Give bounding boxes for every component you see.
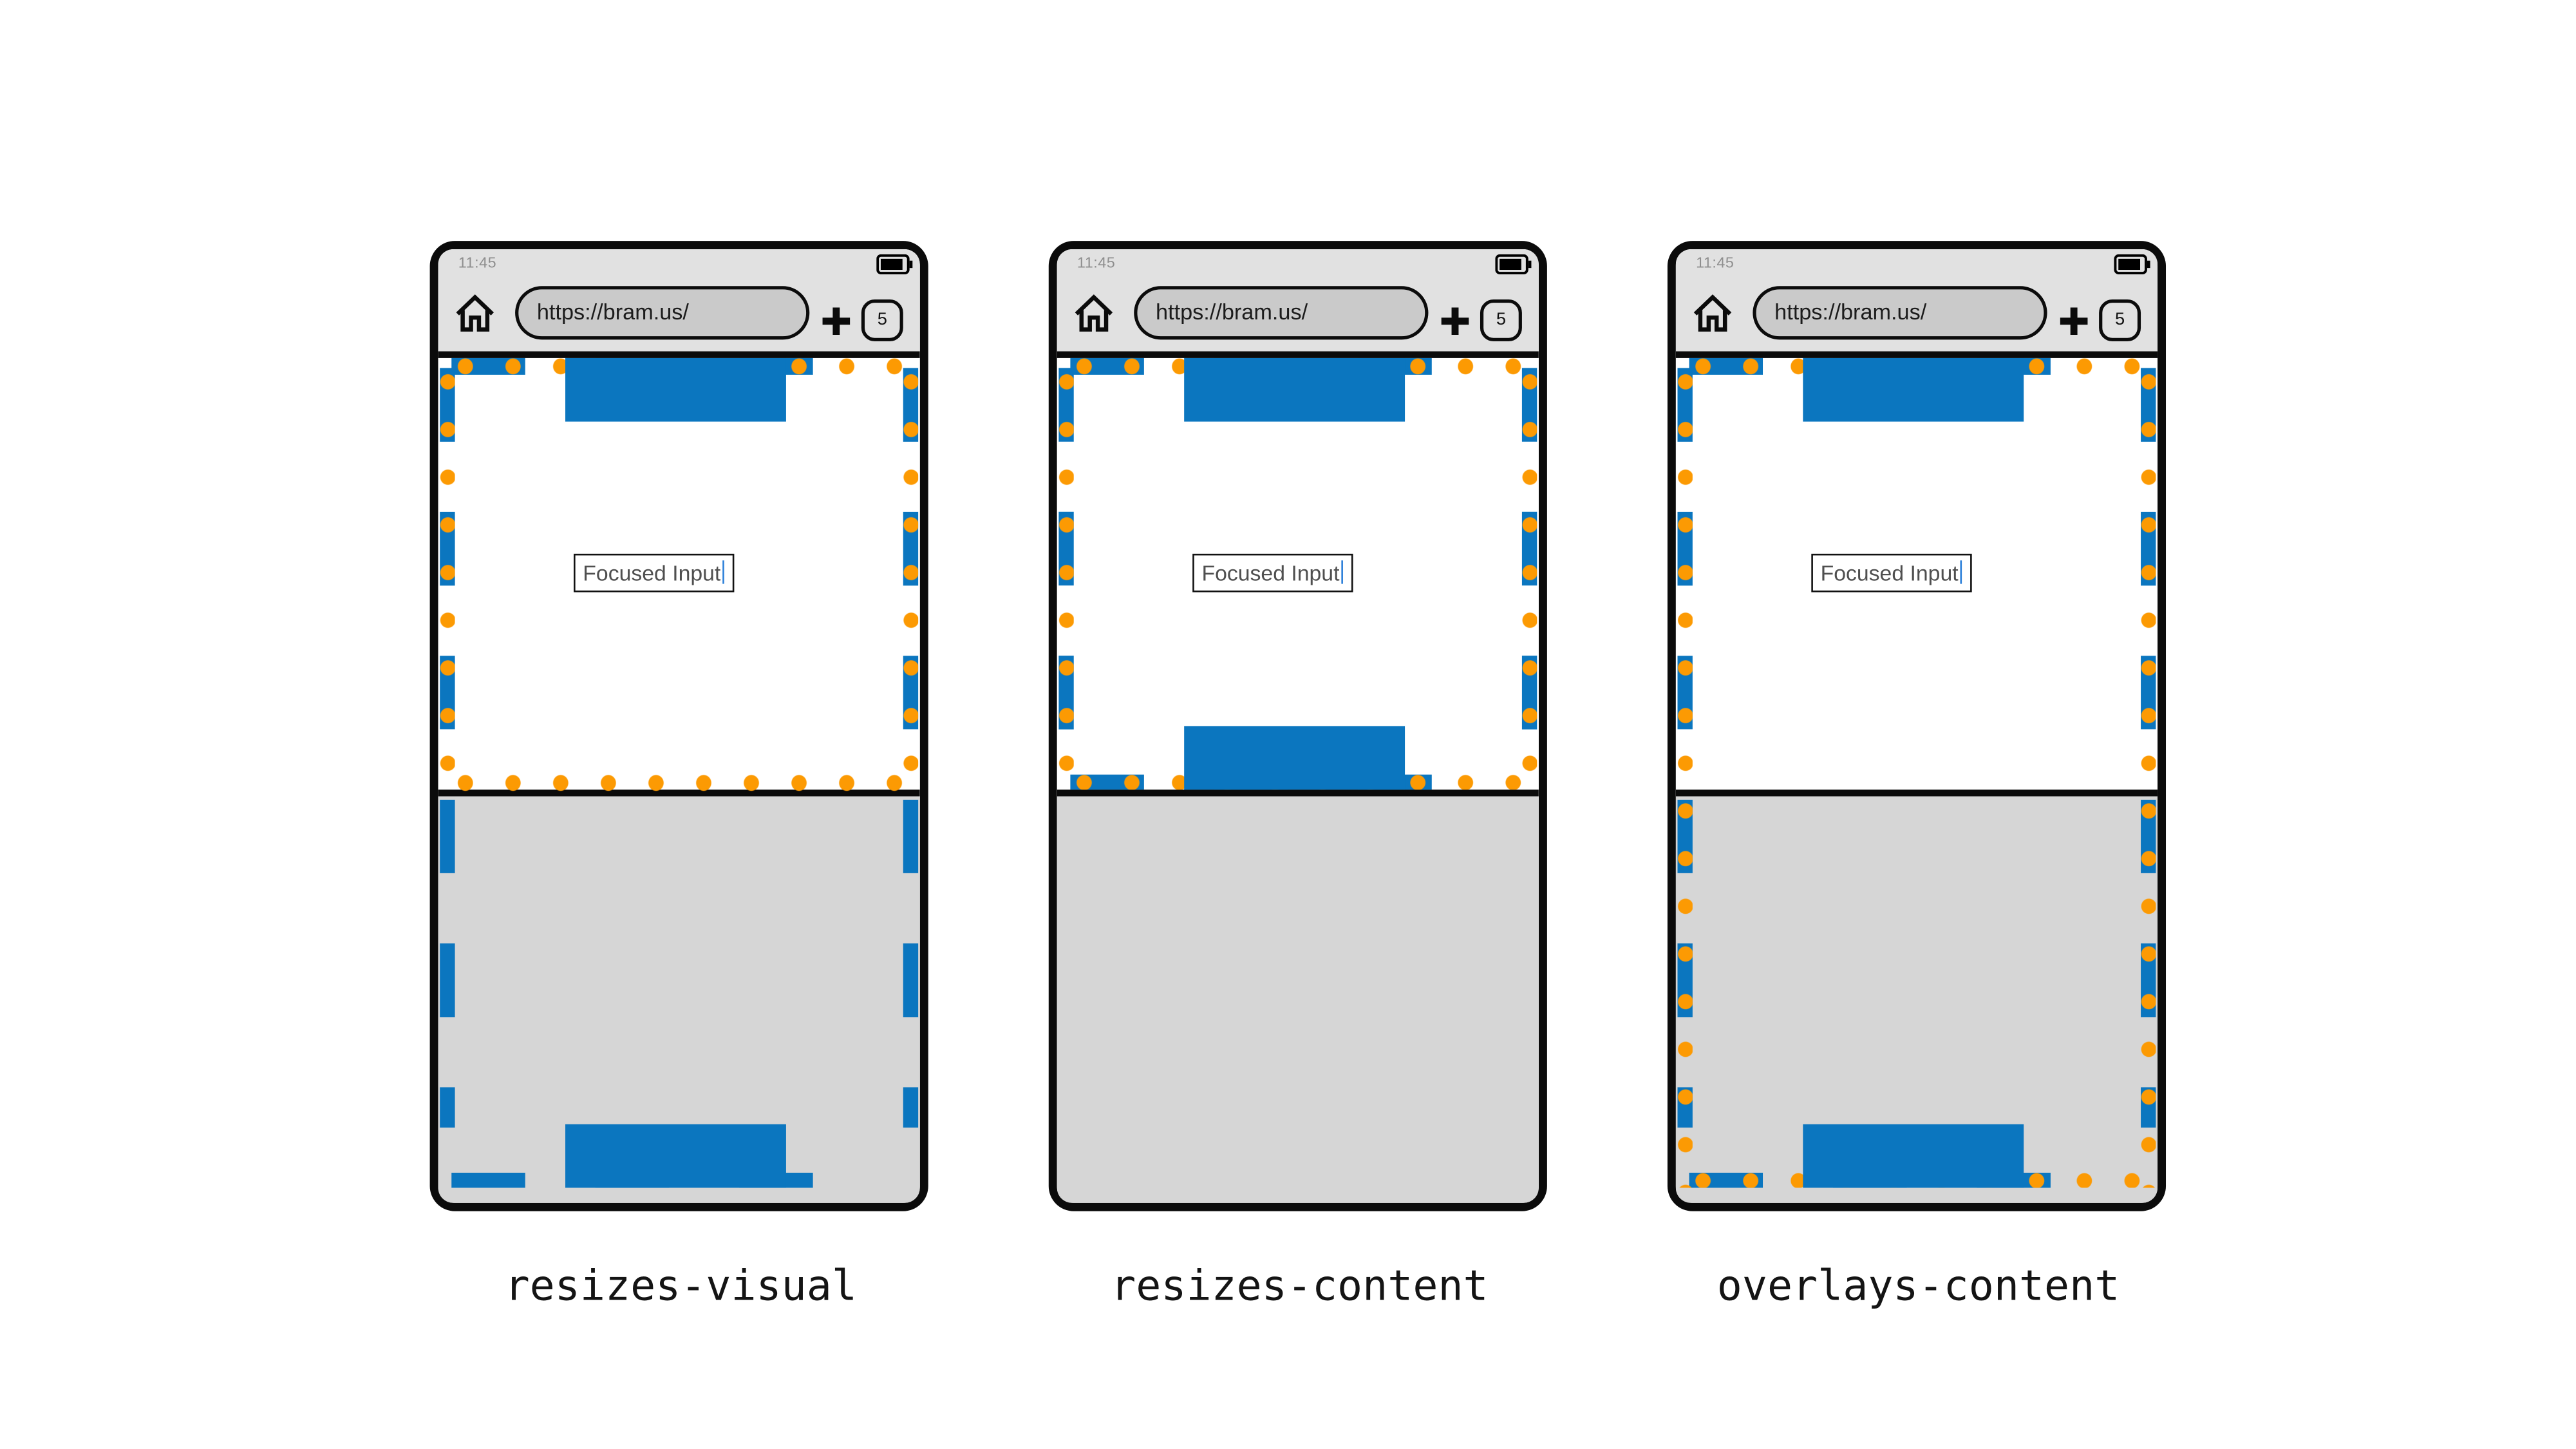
page-header-block (1184, 357, 1404, 422)
visual-viewport-dots-left (1677, 357, 1693, 1188)
phone-mockup-overlays-content: Focused Input 11:45 https://bram.us/ (1667, 241, 2167, 1211)
tab-count: 5 (2114, 309, 2125, 330)
toolbar-divider (1057, 351, 1539, 358)
text-caret (722, 560, 725, 585)
tab-counter-badge[interactable]: 5 (1480, 298, 1522, 341)
plus-icon[interactable] (1440, 305, 1471, 336)
page-footer-block (1184, 726, 1404, 791)
page-header-block (1803, 357, 2023, 422)
status-bar: 11:45 https://bram.us/ 5 (1057, 249, 1539, 352)
focused-input[interactable]: Focused Input (574, 553, 735, 592)
variant-label-resizes-visual: resizes-visual (504, 1261, 857, 1310)
phone-mockup-resizes-visual: Focused Input 11:45 https://bram.us/ (429, 241, 928, 1211)
tab-counter-badge[interactable]: 5 (861, 298, 903, 341)
keyboard-top-edge (1675, 790, 2158, 797)
phone-mockup-resizes-content: Focused Input 11:45 https://bram.us/ (1048, 241, 1547, 1211)
status-bar: 11:45 https://bram.us/ 5 (1675, 249, 2158, 352)
page-footer-block (1803, 1124, 2023, 1188)
url-bar[interactable]: https://bram.us/ (1134, 286, 1429, 339)
battery-icon (2113, 254, 2150, 275)
clock: 11:45 (1076, 254, 1116, 271)
focused-input-value: Focused Input (1201, 560, 1340, 585)
plus-icon[interactable] (2059, 305, 2089, 336)
clock: 11:45 (458, 254, 497, 271)
battery-icon (875, 254, 912, 275)
variant-label-overlays-content: overlays-content (1716, 1261, 2120, 1310)
variant-label-resizes-content: resizes-content (1111, 1261, 1489, 1310)
status-bar: 11:45 https://bram.us/ 5 (438, 249, 920, 352)
focused-input-value: Focused Input (583, 560, 721, 585)
url-text: https://bram.us/ (536, 299, 689, 325)
url-bar[interactable]: https://bram.us/ (515, 286, 810, 339)
visual-viewport-dots-right (903, 357, 919, 791)
visual-viewport-dots-left (1058, 357, 1074, 791)
url-text: https://bram.us/ (1774, 299, 1927, 325)
tab-count: 5 (1496, 309, 1507, 330)
toolbar-divider (438, 351, 920, 358)
text-caret (1960, 560, 1962, 585)
tab-count: 5 (877, 309, 887, 330)
plus-icon[interactable] (821, 305, 851, 336)
visual-viewport-dots-left (438, 357, 455, 791)
page-header-block (565, 357, 785, 422)
visual-viewport-dots-bottom (440, 774, 917, 791)
virtual-keyboard-area (1057, 797, 1539, 1203)
keyboard-top-edge (438, 790, 920, 797)
home-icon[interactable] (1072, 291, 1116, 335)
home-icon[interactable] (453, 291, 497, 335)
focused-input-value: Focused Input (1820, 560, 1959, 585)
battery-icon (1494, 254, 1531, 275)
visual-viewport-dots-right (1521, 357, 1538, 791)
home-icon[interactable] (1691, 291, 1735, 335)
page-footer-block (565, 1124, 785, 1188)
text-caret (1341, 560, 1344, 585)
clock: 11:45 (1696, 254, 1735, 271)
url-bar[interactable]: https://bram.us/ (1753, 286, 2047, 339)
phone-screen: Focused Input 11:45 https://bram.us/ (1675, 249, 2158, 1203)
focused-input[interactable]: Focused Input (1192, 553, 1353, 592)
focused-input[interactable]: Focused Input (1811, 553, 1972, 592)
tab-counter-badge[interactable]: 5 (2099, 298, 2141, 341)
phone-screen: Focused Input 11:45 https://bram.us/ (1057, 249, 1539, 1203)
keyboard-top-edge (1057, 790, 1539, 797)
visual-viewport-dots-right (2140, 357, 2157, 1188)
toolbar-divider (1675, 351, 2158, 358)
url-text: https://bram.us/ (1156, 299, 1308, 325)
phone-screen: Focused Input 11:45 https://bram.us/ (438, 249, 920, 1203)
